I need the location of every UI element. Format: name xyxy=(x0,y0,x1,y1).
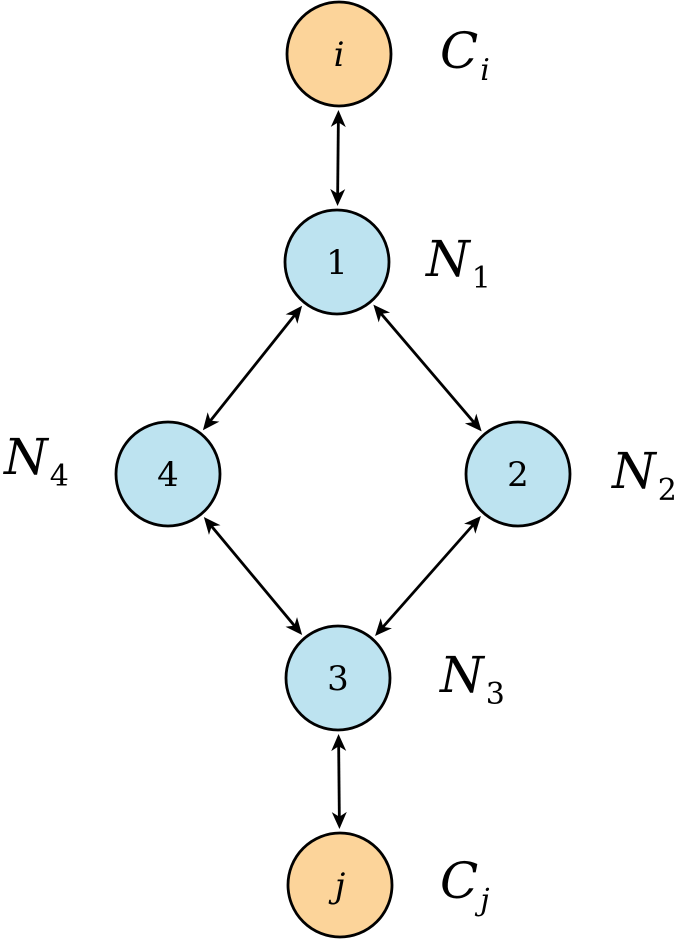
edge-i-1 xyxy=(330,109,346,207)
node-circle xyxy=(286,831,394,939)
set-letter: N xyxy=(439,646,486,704)
set-label-1: N1 xyxy=(425,230,491,296)
node-circle xyxy=(464,420,572,528)
edges-layer xyxy=(202,109,482,830)
edge-1-4 xyxy=(202,305,303,431)
set-subscript: 2 xyxy=(658,473,677,508)
set-letter: N xyxy=(3,428,50,486)
arrowhead-icon xyxy=(285,617,303,635)
arrowhead-icon xyxy=(464,413,482,432)
node-circle xyxy=(114,420,222,528)
node-circle xyxy=(283,208,391,316)
set-label-3: N3 xyxy=(439,646,505,712)
set-letter: C xyxy=(440,852,478,910)
node-3: 3 xyxy=(284,624,392,732)
edge-line xyxy=(208,312,297,424)
edge-line xyxy=(337,743,341,820)
node-label: 2 xyxy=(507,455,529,495)
edge-4-3 xyxy=(203,517,303,635)
set-label-2: N2 xyxy=(611,442,677,508)
arrowhead-icon xyxy=(464,515,481,534)
set-letter: N xyxy=(611,442,658,500)
edge-line xyxy=(209,523,297,629)
node-1: 1 xyxy=(283,208,391,316)
arrowhead-icon xyxy=(203,517,221,535)
arrowhead-icon xyxy=(330,109,346,128)
nodes-layer: i 1 2 3 4 j xyxy=(114,0,572,939)
set-label-4: N4 xyxy=(3,428,69,494)
node-j: j xyxy=(286,831,394,939)
edge-line xyxy=(380,522,476,630)
edge-3-j xyxy=(331,733,347,830)
set-subscript: 1 xyxy=(472,261,491,296)
set-letter: N xyxy=(425,230,472,288)
edge-1-2 xyxy=(373,304,482,432)
node-i: i xyxy=(285,0,393,108)
node-4: 4 xyxy=(114,420,222,528)
edge-line xyxy=(336,119,340,197)
set-label-i: Ci xyxy=(440,22,490,88)
arrowhead-icon xyxy=(330,188,346,207)
edge-line xyxy=(378,311,477,425)
set-subscript: 4 xyxy=(50,459,69,494)
node-label: 4 xyxy=(157,455,179,495)
edge-2-3 xyxy=(375,515,481,637)
set-subscript: 3 xyxy=(486,677,505,712)
arrowhead-icon xyxy=(375,618,392,637)
set-label-j: Cj xyxy=(440,852,490,918)
node-circle xyxy=(285,0,393,108)
set-letter: C xyxy=(440,22,478,80)
node-2: 2 xyxy=(464,420,572,528)
node-label: i xyxy=(334,35,345,75)
set-subscript: i xyxy=(480,53,490,88)
arrowhead-icon xyxy=(331,811,347,830)
arrowhead-icon xyxy=(202,412,220,431)
arrowhead-icon xyxy=(331,733,347,752)
node-circle xyxy=(284,624,392,732)
arrowhead-icon xyxy=(285,305,303,324)
arrowhead-icon xyxy=(373,304,391,323)
node-label: 1 xyxy=(326,243,348,283)
node-label: 3 xyxy=(327,659,349,699)
